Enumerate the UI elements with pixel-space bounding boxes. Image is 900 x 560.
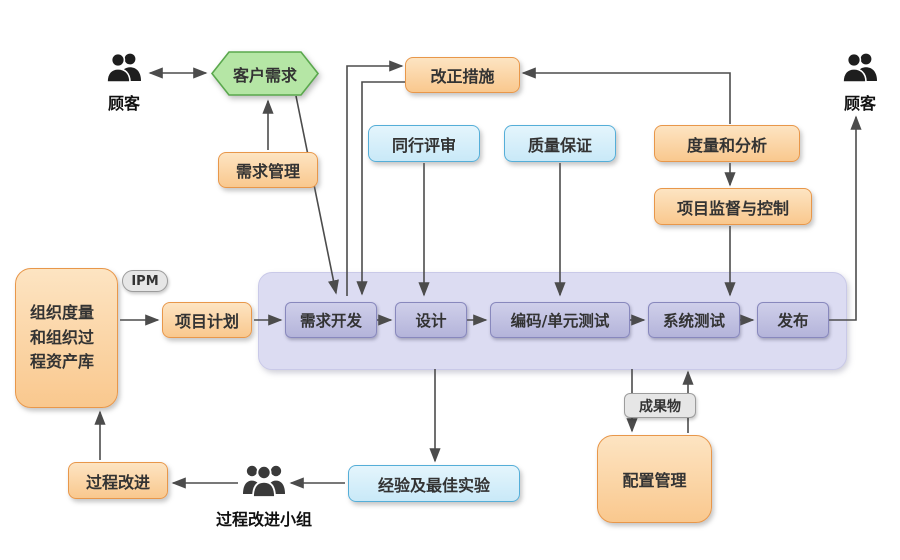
node-system-test: 系统测试 [648, 302, 740, 338]
node-experience-best-practice: 经验及最佳实验 [348, 465, 520, 502]
customer-right-label: 顾客 [843, 94, 876, 113]
node-design: 设计 [395, 302, 467, 338]
node-quality-assurance: 质量保证 [504, 125, 616, 162]
node-configuration-management: 配置管理 [597, 435, 712, 523]
node-requirements-development: 需求开发 [285, 302, 377, 338]
node-coding-unit-test: 编码/单元测试 [490, 302, 630, 338]
customer-requirements-label: 客户需求 [232, 65, 297, 85]
node-release: 发布 [757, 302, 829, 338]
team-icon [241, 460, 287, 498]
node-project-plan: 项目计划 [162, 302, 252, 338]
node-corrective-measures: 改正措施 [405, 57, 520, 93]
node-measurement-analysis: 度量和分析 [654, 125, 800, 162]
team-label: 过程改进小组 [215, 510, 312, 529]
node-peer-review: 同行评审 [368, 125, 480, 162]
customer-left-label: 顾客 [107, 94, 140, 113]
node-project-monitoring-control: 项目监督与控制 [654, 188, 812, 225]
node-org-process-assets: 组织度量和组织过程资产库 [15, 268, 118, 408]
node-process-improvement: 过程改进 [68, 462, 168, 499]
deliverables-label: 成果物 [624, 393, 696, 418]
node-customer-requirements: 客户需求 [210, 50, 320, 97]
node-requirements-management: 需求管理 [218, 152, 318, 188]
ipm-label: IPM [122, 270, 168, 292]
customer-icon-left [104, 50, 144, 84]
customer-icon-right [840, 50, 880, 84]
